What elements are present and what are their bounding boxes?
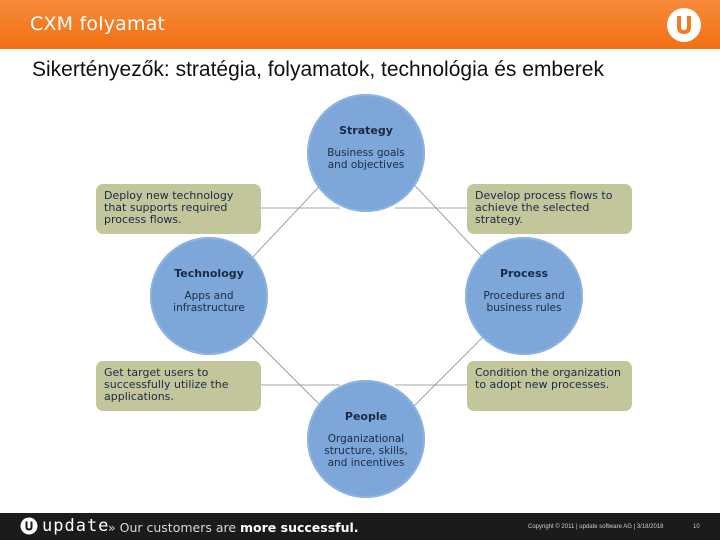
technology-body: Apps and infrastructure xyxy=(173,290,245,314)
footer-tagline-bold: more successful. xyxy=(240,520,359,535)
box-deploy-technology: Deploy new technology that supports requ… xyxy=(96,184,261,234)
slide-subtitle: Sikertényezők: stratégia, folyamatok, te… xyxy=(32,58,604,81)
technology-title: Technology xyxy=(174,267,244,280)
box-target-users: Get target users to successfully utilize… xyxy=(96,361,261,411)
people-body: Organizational structure, skills, and in… xyxy=(324,433,408,469)
update-footer-logo-icon xyxy=(20,517,38,535)
footer-tagline-prefix: » Our customers are xyxy=(108,520,241,535)
update-logo-icon xyxy=(667,8,701,42)
slide-title: CXM folyamat xyxy=(30,13,166,35)
header-bar: CXM folyamat xyxy=(0,0,720,49)
process-title: Process xyxy=(499,267,549,280)
people-title: People xyxy=(344,410,388,423)
process-body: Procedures and business rules xyxy=(483,290,565,314)
process-circle: Process Procedures and business rules xyxy=(465,237,583,355)
strategy-circle: Strategy Business goals and objectives xyxy=(307,94,425,212)
box-condition-organization: Condition the organization to adopt new … xyxy=(467,361,632,411)
strategy-title: Strategy xyxy=(339,124,393,137)
footer-brand: update xyxy=(42,516,110,536)
page-number: 10 xyxy=(693,524,700,530)
footer-bar: update » Our customers are more successf… xyxy=(0,513,720,540)
box-develop-process: Develop process flows to achieve the sel… xyxy=(467,184,632,234)
people-circle: People Organizational structure, skills,… xyxy=(307,380,425,498)
footer-tagline: » Our customers are more successful. xyxy=(108,520,359,535)
footer-copyright: Copyright © 2011 | update software AG | … xyxy=(528,524,664,530)
strategy-body: Business goals and objectives xyxy=(327,147,405,171)
technology-circle: Technology Apps and infrastructure xyxy=(150,237,268,355)
